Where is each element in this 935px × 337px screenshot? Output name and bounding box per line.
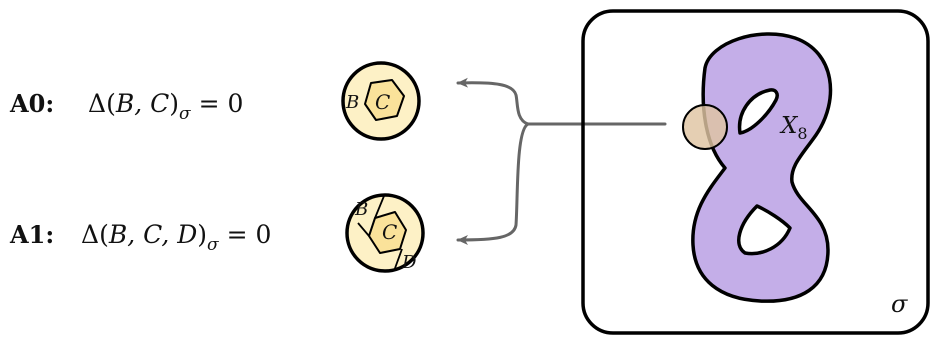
lens-disk bbox=[682, 104, 728, 150]
disk-a1-label-b: B bbox=[354, 199, 368, 220]
rule-a0-formula: Δ(B, C)σ = 0 bbox=[88, 89, 243, 124]
frame-boundary bbox=[581, 9, 930, 335]
disk-a1-split-line-left bbox=[357, 222, 370, 237]
disk-a1-label-c: C bbox=[382, 220, 397, 244]
rule-a0-label: A0: bbox=[9, 89, 54, 118]
rule-a1-open: ( bbox=[99, 220, 109, 249]
rule-a0: A0: Δ(B, C)σ = 0 bbox=[9, 89, 243, 124]
rule-a1-label: A1: bbox=[9, 220, 54, 249]
rule-a1: A1: Δ(B, C, D)σ = 0 bbox=[9, 220, 271, 255]
rule-a0-subscript: σ bbox=[179, 104, 191, 124]
disk-a0-inner-hexagon bbox=[364, 79, 405, 121]
disk-a1-label-d: D bbox=[401, 252, 417, 273]
arrow-to-a1 bbox=[456, 122, 530, 245]
bracket-arrows bbox=[456, 77, 667, 245]
rule-a0-delta: Δ bbox=[88, 89, 106, 118]
disk-a1-split-line-bottom bbox=[393, 248, 403, 272]
rule-a1-subscript: σ bbox=[207, 235, 219, 255]
rule-a0-open: ( bbox=[106, 89, 116, 118]
rule-a0-equals: = 0 bbox=[199, 89, 244, 118]
disk-a0-inner-label: C bbox=[375, 90, 390, 114]
disk-a1: B C D bbox=[345, 193, 425, 273]
rule-a1-close: ) bbox=[197, 220, 207, 249]
rule-a1-formula: Δ(B, C, D)σ = 0 bbox=[81, 220, 271, 255]
rule-a1-args: B, C, D bbox=[108, 220, 197, 249]
rule-a1-equals: = 0 bbox=[227, 220, 272, 249]
arrow-to-a0 bbox=[456, 77, 530, 126]
rule-a0-close: ) bbox=[169, 89, 179, 118]
disk-a1-split-line-top bbox=[374, 195, 385, 219]
rule-a0-args: B, C bbox=[115, 89, 169, 118]
disk-a0-outer-label: B bbox=[345, 92, 359, 113]
frame-label: σ bbox=[891, 290, 908, 318]
disk-a0: B C bbox=[341, 61, 421, 141]
rule-a1-delta: Δ bbox=[81, 220, 99, 249]
region-x8 bbox=[691, 32, 833, 303]
region-label: X8 bbox=[779, 113, 808, 143]
frame-sigma: X8 σ bbox=[581, 9, 930, 335]
